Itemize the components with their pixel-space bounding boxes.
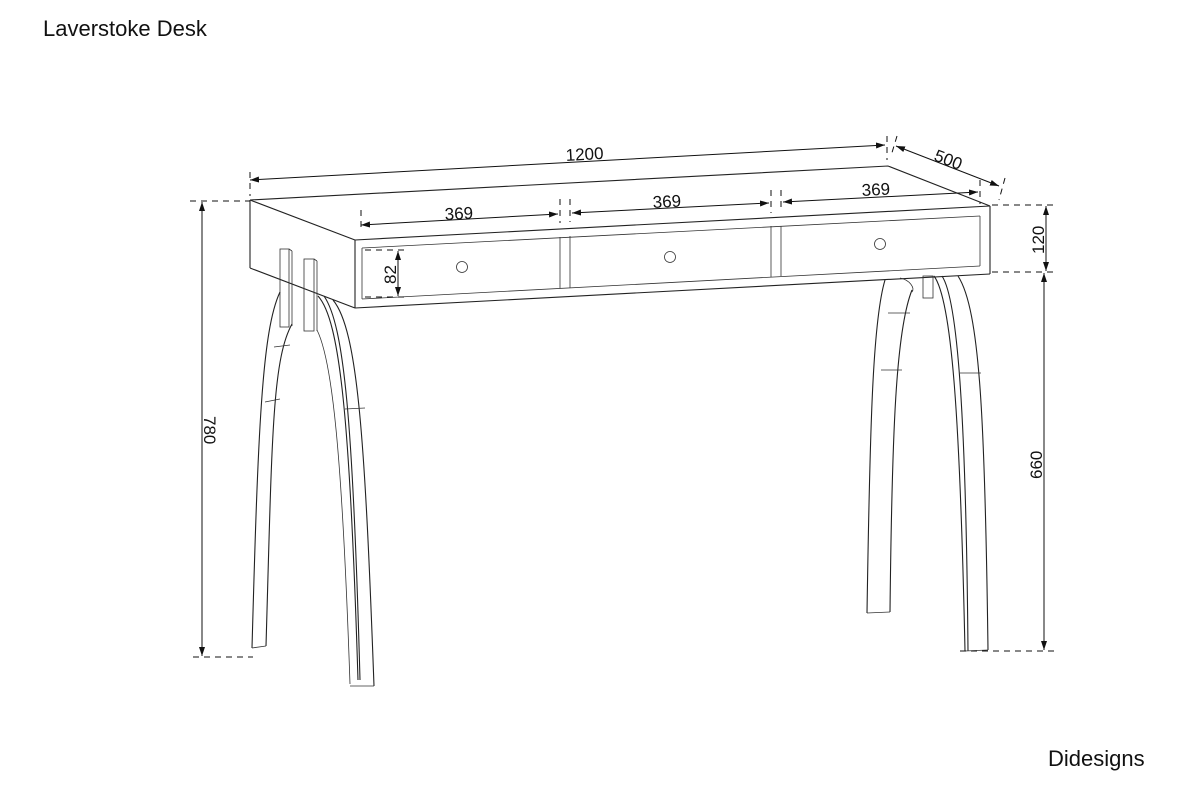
- drawer-middle-width-label: 369: [652, 192, 681, 212]
- overall-height-label: 780: [200, 416, 219, 444]
- dimension-overall-height: 780: [190, 200, 253, 658]
- dimension-apron-height: 120: [992, 204, 1058, 273]
- dimension-drawer-left: 369: [360, 199, 561, 232]
- dimension-width: 1200: [249, 136, 888, 196]
- drawer-left[interactable]: [456, 236, 571, 288]
- drawer-right-width-label: 369: [861, 180, 890, 200]
- brand-label: Didesigns: [1048, 746, 1145, 771]
- desk-body: [249, 165, 991, 309]
- drawer-knob-middle[interactable]: [664, 251, 676, 263]
- drawer-height-label: 82: [381, 265, 400, 284]
- left-leg: [251, 248, 375, 687]
- drawer-knob-right[interactable]: [874, 238, 886, 250]
- drawing-title: Laverstoke Desk: [43, 16, 207, 41]
- dimension-drawer-middle: 369: [569, 190, 772, 222]
- drawer-left-width-label: 369: [444, 204, 473, 224]
- depth-label: 500: [932, 146, 965, 174]
- drawer-middle[interactable]: [664, 226, 782, 277]
- dimension-depth: 500: [890, 135, 1006, 201]
- leg-height-label: 660: [1027, 451, 1046, 479]
- right-leg: [866, 275, 989, 652]
- dimension-drawer-height: 82: [365, 249, 408, 298]
- width-label: 1200: [565, 144, 604, 165]
- drawer-right[interactable]: [874, 238, 886, 250]
- apron-height-label: 120: [1029, 226, 1048, 254]
- dimension-leg-height: 660: [960, 273, 1055, 652]
- dimension-drawer-right: 369: [780, 180, 981, 212]
- drawer-knob-left[interactable]: [456, 261, 468, 273]
